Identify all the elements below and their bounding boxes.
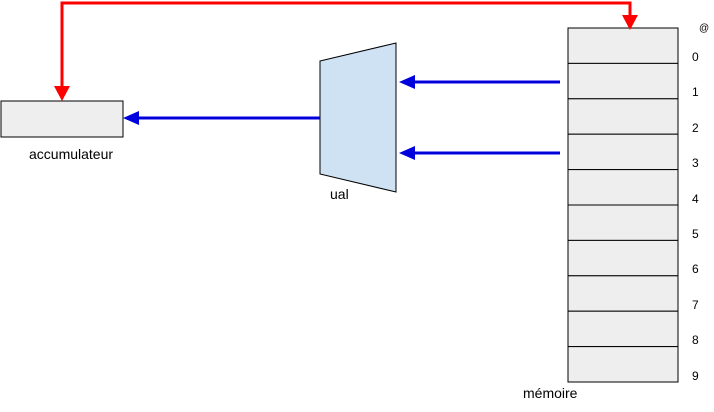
memory-cell-6: [567, 239, 679, 277]
memory-address-9: 9: [692, 369, 699, 383]
memory-address-7: 7: [692, 298, 699, 312]
address-symbol: @: [699, 23, 710, 34]
accumulator-box: [0, 100, 124, 138]
control-arrowhead-accumulator: [54, 86, 70, 101]
control-arrowhead-memory: [622, 15, 638, 30]
memory-cell-3: [567, 133, 679, 171]
data-arrowhead-alu-lower: [399, 146, 415, 160]
memory-cell-7: [567, 275, 679, 312]
memory-cell-0: [567, 27, 679, 64]
memory-cell-1: [567, 62, 679, 100]
accumulator-label: accumulateur: [29, 146, 114, 162]
memory-address-5: 5: [692, 227, 699, 241]
memory-label: mémoire: [523, 385, 578, 401]
memory-block: [567, 27, 679, 383]
alu-label: ual: [330, 186, 349, 202]
control-line: [60, 1, 632, 87]
memory-address-3: 3: [692, 156, 699, 170]
alu-shape: [319, 42, 397, 193]
memory-address-2: 2: [692, 121, 699, 135]
memory-cell-2: [567, 98, 679, 135]
memory-address-0: 0: [692, 50, 699, 64]
data-arrowhead-alu-upper: [399, 75, 415, 89]
memory-address-4: 4: [692, 192, 699, 206]
memory-cell-8: [567, 310, 679, 348]
memory-address-8: 8: [692, 333, 699, 347]
memory-cell-4: [567, 169, 679, 206]
memory-address-6: 6: [692, 262, 699, 276]
memory-cell-9: [567, 346, 679, 383]
memory-cell-5: [567, 204, 679, 241]
memory-address-1: 1: [692, 85, 699, 99]
data-arrowhead-accumulator: [123, 111, 139, 125]
